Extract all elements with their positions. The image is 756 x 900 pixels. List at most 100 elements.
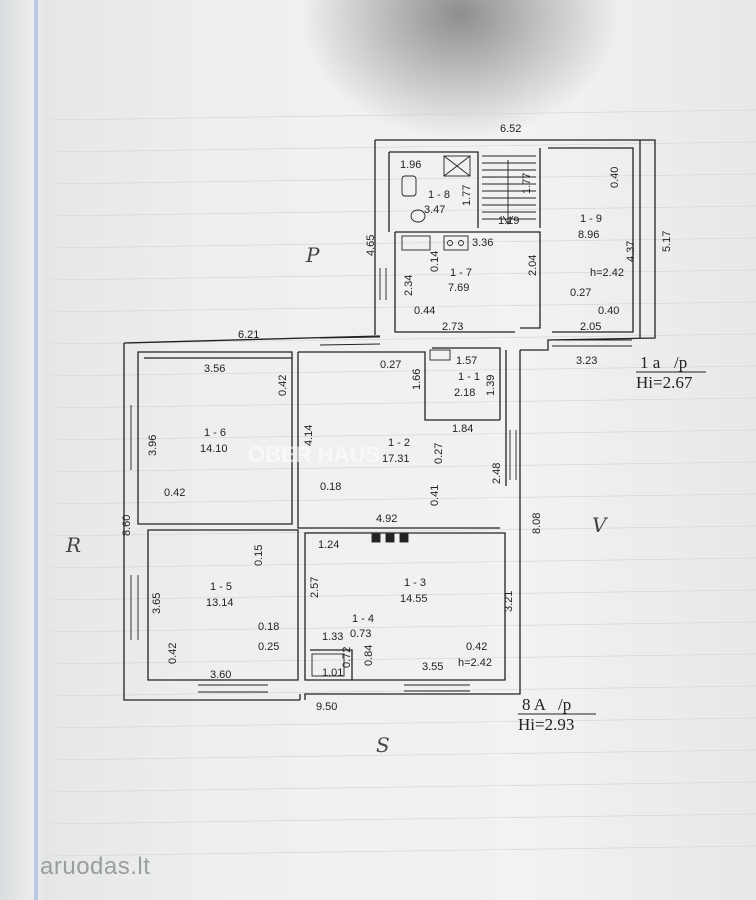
dim-label: 1.77 xyxy=(461,185,473,206)
ruled-lines xyxy=(49,109,756,857)
dim-label: 4.92 xyxy=(376,513,397,525)
room-1-9-id: 1 - 9 xyxy=(580,213,602,225)
dim-label: 0.14 xyxy=(429,251,441,272)
upper-suffix: /p xyxy=(674,353,687,372)
hand-letter-p: P xyxy=(305,243,320,267)
room-1-4-id: 1 - 4 xyxy=(352,613,374,625)
dim-label: 8.60 xyxy=(121,515,133,536)
dim-label: 0.18 xyxy=(320,481,341,493)
room-1-2-area: 17.31 xyxy=(382,453,410,465)
dim-label: 2.34 xyxy=(403,275,415,296)
photo-shadow xyxy=(300,0,620,140)
dim-label: 1.66 xyxy=(411,369,423,390)
dim-label: 0.27 xyxy=(380,359,401,371)
margin-line xyxy=(34,0,38,900)
dim-label: 1.19 xyxy=(498,215,519,227)
dim-label: 3.55 xyxy=(422,661,443,673)
dim-label: 6.21 xyxy=(238,329,259,341)
dim-label: 4.14 xyxy=(303,425,315,446)
dim-label: 1.33 xyxy=(322,631,343,643)
floor-codes: 1 a /p Hi=2.67 8 A /p Hi=2.93 xyxy=(518,353,706,734)
room-1-7-area: 7.69 xyxy=(448,282,469,294)
dim-label: 0.42 xyxy=(164,487,185,499)
room-1-1-id: 1 - 1 xyxy=(458,371,480,383)
room-1-8-area: 3.47 xyxy=(424,204,445,216)
dim-label: 4.37 xyxy=(625,241,637,262)
dim-label: 0.84 xyxy=(363,645,375,666)
room-1-5-id: 1 - 5 xyxy=(210,581,232,593)
dim-label: 2.57 xyxy=(309,577,321,598)
dim-label: 0.40 xyxy=(609,167,621,188)
room-1-5-area: 13.14 xyxy=(206,597,234,609)
dim-label: 0.40 xyxy=(598,305,619,317)
room-1-6-area: 14.10 xyxy=(200,443,228,455)
dim-label: 1.77 xyxy=(521,173,533,194)
dim-label: 3.60 xyxy=(210,669,231,681)
dim-label: 0.18 xyxy=(258,621,279,633)
dim-label: h=2.42 xyxy=(590,267,624,279)
dim-label: 1.24 xyxy=(318,539,339,551)
dim-label: 0.25 xyxy=(258,641,279,653)
page-binding xyxy=(0,0,48,900)
dim-label: 0.44 xyxy=(414,305,435,317)
room-1-7-id: 1 - 7 xyxy=(450,267,472,279)
dim-label: 0.42 xyxy=(277,375,289,396)
dim-label: 3.23 xyxy=(576,355,597,367)
room-1-6-id: 1 - 6 xyxy=(204,427,226,439)
aruodas-logo: aruodas.lt xyxy=(40,853,150,881)
dim-label: 6.52 xyxy=(500,123,521,135)
lower-code: 8 A xyxy=(522,695,547,714)
room-1-8-id: 1 - 8 xyxy=(428,189,450,201)
logo-main: aruodas xyxy=(40,853,131,880)
room-1-3-area: 14.55 xyxy=(400,593,428,605)
dim-label: 1.96 xyxy=(400,159,421,171)
dim-label: 0.41 xyxy=(429,485,441,506)
dim-label: 5.17 xyxy=(661,231,673,252)
dim-label: 2.05 xyxy=(580,321,601,333)
dim-label: 1.39 xyxy=(485,375,497,396)
dim-label: 1.84 xyxy=(452,423,473,435)
dim-label: 4.65 xyxy=(365,235,377,256)
room-1-3-id: 1 - 3 xyxy=(404,577,426,589)
dim-label: 0.27 xyxy=(570,287,591,299)
dim-label: 0.27 xyxy=(433,443,445,464)
room-1-9-area: 8.96 xyxy=(578,229,599,241)
room-labels: 1 - 1 2.18 1 - 2 17.31 1 - 3 14.55 1 - 4… xyxy=(200,189,602,640)
dim-label: 0.42 xyxy=(466,641,487,653)
dim-label: 3.96 xyxy=(147,435,159,456)
logo-tld: .lt xyxy=(130,853,151,880)
lower-hi: Hi=2.93 xyxy=(518,715,574,734)
upper-hi: Hi=2.67 xyxy=(636,373,693,392)
lower-suffix: /p xyxy=(558,695,571,714)
dim-label: 3.56 xyxy=(204,363,225,375)
walls xyxy=(123,139,656,701)
upper-code: 1 a xyxy=(640,353,661,372)
windows xyxy=(130,200,641,693)
dim-label: 9.50 xyxy=(316,701,337,713)
dim-label: 2.48 xyxy=(491,463,503,484)
dim-label: 0.42 xyxy=(167,643,179,664)
staircase xyxy=(482,155,536,225)
dim-label: 1.57 xyxy=(456,355,477,367)
dim-label: 3.21 xyxy=(503,591,515,612)
room-1-2-id: 1 - 2 xyxy=(388,437,410,449)
dim-label: 2.73 xyxy=(442,321,463,333)
dim-label: 0.72 xyxy=(341,647,353,668)
dim-label: 3.36 xyxy=(472,237,493,249)
room-1-4-area: 0.73 xyxy=(350,628,371,640)
hand-letter-r: R xyxy=(65,533,81,557)
dim-label: 8.08 xyxy=(531,513,543,534)
room-1-1-area: 2.18 xyxy=(454,387,475,399)
dimension-labels: 6.52 1.96 1.77 1.77 1.19 0.40 4.65 3.36 … xyxy=(121,123,673,713)
fixtures xyxy=(311,155,471,677)
dim-label: 1.01 xyxy=(322,667,343,679)
dim-label: 2.04 xyxy=(527,255,539,276)
dim-label: h=2.42 xyxy=(458,657,492,669)
dim-label: 3.65 xyxy=(151,593,163,614)
dim-label: 0.15 xyxy=(253,545,265,566)
watermark: OBER HAUS xyxy=(248,442,380,467)
hand-letter-s: S xyxy=(376,733,390,757)
hand-letter-v: V xyxy=(592,513,609,537)
